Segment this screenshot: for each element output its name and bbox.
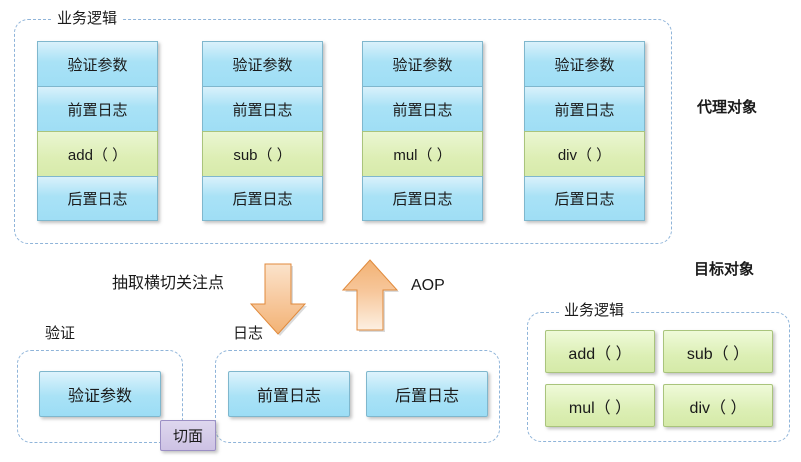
arrow-up-icon xyxy=(341,258,399,334)
target-method-div[interactable]: div（ ） xyxy=(663,384,773,427)
aspect-box-after-log[interactable]: 后置日志 xyxy=(366,371,488,417)
cell-after-log[interactable]: 后置日志 xyxy=(202,176,323,221)
proxy-object-group xyxy=(14,19,672,244)
extract-crosscutting-label: 抽取横切关注点 xyxy=(112,275,225,292)
cell-verify-params[interactable]: 验证参数 xyxy=(524,41,645,86)
cell-method-div[interactable]: div（ ） xyxy=(524,131,645,176)
target-group-label: 业务逻辑 xyxy=(559,302,630,320)
aspect-badge[interactable]: 切面 xyxy=(160,420,216,451)
log-group xyxy=(215,350,500,443)
arrow-down-icon xyxy=(249,262,307,338)
validation-group xyxy=(17,350,183,443)
cell-after-log[interactable]: 后置日志 xyxy=(362,176,483,221)
target-object-label: 目标对象 xyxy=(694,261,755,278)
proxy-column-add: 验证参数 前置日志 add（ ） 后置日志 xyxy=(37,41,158,221)
cell-verify-params[interactable]: 验证参数 xyxy=(202,41,323,86)
aop-label: AOP xyxy=(411,277,445,294)
cell-method-sub[interactable]: sub（ ） xyxy=(202,131,323,176)
cell-method-mul[interactable]: mul（ ） xyxy=(362,131,483,176)
log-group-label: 日志 xyxy=(228,325,269,343)
cell-before-log[interactable]: 前置日志 xyxy=(37,86,158,131)
cell-verify-params[interactable]: 验证参数 xyxy=(37,41,158,86)
cell-before-log[interactable]: 前置日志 xyxy=(362,86,483,131)
cell-method-add[interactable]: add（ ） xyxy=(37,131,158,176)
target-business-logic-group xyxy=(527,312,790,442)
proxy-group-label: 业务逻辑 xyxy=(52,10,123,28)
proxy-column-mul: 验证参数 前置日志 mul（ ） 后置日志 xyxy=(362,41,483,221)
target-method-add[interactable]: add（ ） xyxy=(545,330,655,373)
proxy-column-sub: 验证参数 前置日志 sub（ ） 后置日志 xyxy=(202,41,323,221)
aspect-box-before-log[interactable]: 前置日志 xyxy=(228,371,350,417)
cell-before-log[interactable]: 前置日志 xyxy=(524,86,645,131)
validation-group-label: 验证 xyxy=(40,325,81,343)
cell-verify-params[interactable]: 验证参数 xyxy=(362,41,483,86)
aspect-box-verify-params[interactable]: 验证参数 xyxy=(39,371,161,417)
target-method-sub[interactable]: sub（ ） xyxy=(663,330,773,373)
cell-after-log[interactable]: 后置日志 xyxy=(524,176,645,221)
cell-after-log[interactable]: 后置日志 xyxy=(37,176,158,221)
cell-before-log[interactable]: 前置日志 xyxy=(202,86,323,131)
proxy-object-label: 代理对象 xyxy=(697,99,758,116)
proxy-column-div: 验证参数 前置日志 div（ ） 后置日志 xyxy=(524,41,645,221)
target-method-mul[interactable]: mul（ ） xyxy=(545,384,655,427)
